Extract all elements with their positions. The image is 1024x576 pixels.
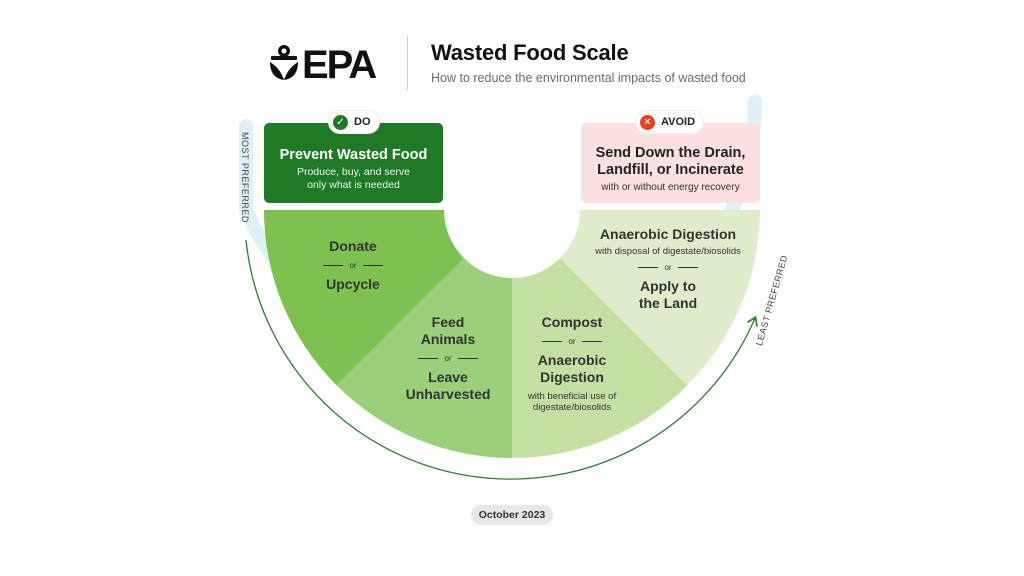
avoid-badge: ✕ AVOID [636,111,704,133]
epa-flower-icon [270,45,298,80]
x-icon: ✕ [640,114,655,130]
animals-text: Animals [420,331,476,347]
or-separator: or [388,354,508,363]
label-donate: Donate or Upcycle [298,238,408,293]
most-preferred-text: MOST PREFERRED [240,132,250,223]
compost-text: Compost [541,314,603,330]
label-feed-animals: Feed Animals or Leave Unharvested [388,314,508,403]
compost-note-1: with beneficial use of [527,391,617,402]
donate-text: Donate [329,238,377,254]
or-separator: or [512,337,632,346]
segment-anaerobic-disposal [560,210,760,386]
anaerobic-disposal-note: with disposal of digestate/biosolids [595,246,741,257]
leave-text: Leave [428,369,468,385]
unharvested-text: Unharvested [405,386,491,402]
do-box-prevent: Prevent Wasted Food Produce, buy, and se… [264,123,443,203]
do-badge-label: DO [354,116,371,128]
avoid-title-1: Send Down the Drain, [595,145,746,161]
upcycle-text: Upcycle [326,276,380,292]
avoid-box: Send Down the Drain, Landfill, or Incine… [581,123,760,203]
epa-logo: EPA [270,43,378,82]
page-subtitle: How to reduce the environmental impacts … [431,71,746,85]
segment-compost [512,258,688,458]
segment-donate [264,210,464,386]
or-separator: or [578,263,758,272]
do-subtitle-1: Produce, buy, and serve [296,166,411,178]
page-title: Wasted Food Scale [431,40,629,65]
do-title: Prevent Wasted Food [279,147,428,163]
the-land-text: the Land [638,295,698,311]
avoid-subtitle: with or without energy recovery [601,182,740,193]
epa-wordmark: EPA [302,43,376,82]
compost-note-2: digestate/biosolids [532,402,612,413]
or-separator: or [298,261,408,270]
anaerobic-digestion-text: Anaerobic Digestion [599,226,737,242]
apply-to-text: Apply to [640,278,696,294]
check-icon: ✓ [333,114,348,130]
date-badge: October 2023 [471,505,553,525]
header-divider [407,36,408,90]
label-anaerobic-disposal: Anaerobic Digestion with disposal of dig… [578,226,758,312]
preference-arrow [245,239,758,480]
do-badge: ✓ DO [329,111,379,133]
do-subtitle-2: only what is needed [307,179,400,191]
avoid-title-2: Landfill, or Incinerate [597,162,744,178]
label-compost: Compost or Anaerobic Digestion with bene… [512,314,632,413]
digestion-text: Digestion [540,369,604,385]
anaerobic-text: Anaerobic [537,352,607,368]
avoid-badge-label: AVOID [661,116,696,128]
feed-text: Feed [431,314,465,330]
most-preferred-label: MOST PREFERRED [236,130,252,226]
